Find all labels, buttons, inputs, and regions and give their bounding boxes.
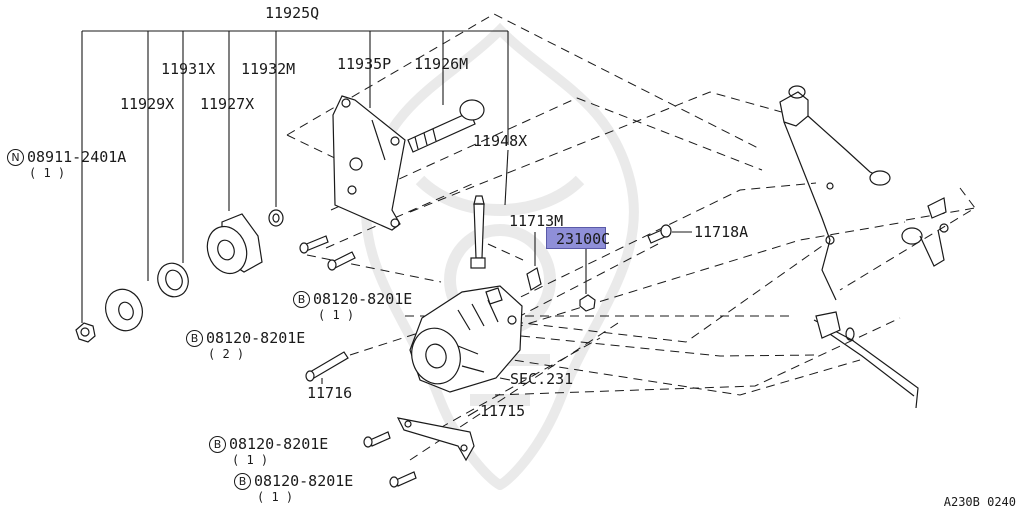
qty-08911: ( 1 ) xyxy=(29,166,66,180)
crossmember-right xyxy=(813,311,919,409)
mount-bracket-right xyxy=(779,85,891,301)
callout-11716[interactable]: 11716 xyxy=(307,384,353,402)
callout-08120-8201e-2[interactable]: 08120-8201E xyxy=(206,329,306,347)
bolt-11926m xyxy=(407,99,485,153)
qty-08120-4: ( 1 ) xyxy=(257,490,294,504)
callout-08120-8201e-3[interactable]: 08120-8201E xyxy=(229,435,329,453)
prefix-b-mark-3: B xyxy=(209,436,226,453)
bolt-08120-c xyxy=(363,431,391,448)
callout-11927x[interactable]: 11927X xyxy=(200,95,255,113)
prefix-n-mark: N xyxy=(7,149,24,166)
bracket-11935p xyxy=(332,95,406,231)
callout-11715[interactable]: 11715 xyxy=(480,402,526,420)
dashed-assembly-lines xyxy=(286,13,976,461)
nut-08911 xyxy=(75,322,96,343)
alternator-assembly xyxy=(409,285,523,393)
spacer-11931x xyxy=(157,262,189,298)
qty-08120-2: ( 2 ) xyxy=(208,347,245,361)
bolt-11718a xyxy=(647,224,692,244)
callout-11935p[interactable]: 11935P xyxy=(337,55,392,73)
bolt-11948x xyxy=(470,195,486,269)
bolt-08120-b xyxy=(327,251,356,271)
washer-11929x xyxy=(105,288,143,332)
prefix-b-mark-4: B xyxy=(234,473,251,490)
callout-11932m[interactable]: 11932M xyxy=(241,60,296,78)
prefix-b-mark-1: B xyxy=(293,291,310,308)
washer-11932m xyxy=(268,209,284,227)
callout-08120-8201e-1[interactable]: 08120-8201E xyxy=(313,290,413,308)
clip-11713m xyxy=(526,232,542,291)
diagram-reference-code: A230B 0240 xyxy=(943,495,1016,509)
prefix-b-mark-2: B xyxy=(186,330,203,347)
callout-23100c[interactable]: 23100C xyxy=(556,230,611,248)
callout-11926m[interactable]: 11926M xyxy=(414,55,469,73)
highlight-box xyxy=(546,227,606,249)
stay-11715 xyxy=(396,409,479,462)
callout-11948x[interactable]: 11948X xyxy=(473,132,528,150)
bolt-08120-a xyxy=(299,235,329,254)
bolt-11716 xyxy=(305,351,349,384)
idler-pulley-11927x xyxy=(206,213,263,275)
callout-11718a[interactable]: 11718A xyxy=(694,223,749,241)
bolt-08120-d xyxy=(389,471,417,488)
qty-08120-1: ( 1 ) xyxy=(318,308,355,322)
callout-11929x[interactable]: 11929X xyxy=(120,95,175,113)
callout-11713m[interactable]: 11713M xyxy=(509,212,564,230)
callout-11925q[interactable]: 11925Q xyxy=(265,4,320,22)
callout-08911-2401a[interactable]: 08911-2401A xyxy=(27,148,127,166)
callout-11931x[interactable]: 11931X xyxy=(161,60,216,78)
mount-insulator-right xyxy=(901,197,949,267)
qty-08120-3: ( 1 ) xyxy=(232,453,269,467)
callout-08120-8201e-4[interactable]: 08120-8201E xyxy=(254,472,354,490)
nut-23100c xyxy=(579,248,596,312)
callout-sec-231[interactable]: SEC.231 xyxy=(510,370,574,388)
